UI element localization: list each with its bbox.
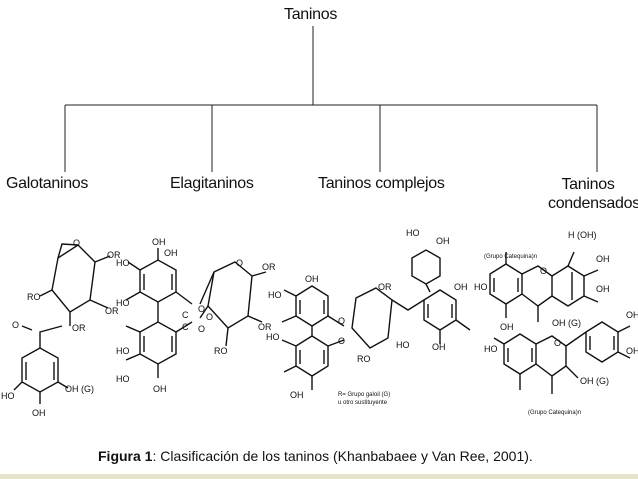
ela-label-o4: O [206,312,213,322]
caption-text: : Clasificación de los taninos (Khanbaba… [152,448,533,464]
cond-label-ho2: HO [484,344,498,354]
ela-label-oh-top: OH [152,237,166,247]
category-galotaninos: Galotaninos [6,175,89,192]
cond-label-catequina-top: (Grupo Catequina)n [484,254,537,260]
comp-label-oh3: OH [305,274,319,284]
category-elagitaninos: Elagitaninos [170,175,254,192]
galotanino-labels: O OR OR RO OR O HO OH (G) OH [1,238,121,418]
comp-label-ho3: HO [396,340,410,350]
category-taninos-condensados: Taninos condensados [548,176,638,212]
galo-label-oh-g: OH (G) [65,384,94,394]
ela-label-ho1: HO [116,258,130,268]
cond-label-oh5: OH [626,346,638,356]
galotanino-structure [13,243,111,404]
ela-label-ho3: HO [116,346,130,356]
cond-label-oh3: OH [500,322,514,332]
galo-label-ho: HO [1,391,15,401]
ela-label-c1: C [182,310,189,320]
comp-note-r: R= Grupo galoil (G) [338,392,390,398]
comp-label-oh-top: OH [436,236,450,246]
ela-label-ho4: HO [116,374,130,384]
cond-label-oh1: OH [596,254,610,264]
comp-label-o2: O [338,336,345,346]
galo-label-ro: RO [27,292,41,302]
comp-label-ho2: HO [266,332,280,342]
cond-label-oh-g1: OH (G) [552,318,581,328]
galo-label-or2: OR [105,306,119,316]
cond-label-oh2: OH [596,284,610,294]
comp-note-sust: u otro sustituyente [338,400,388,406]
galo-label-o-top: O [73,238,80,248]
cond-label-o2: O [554,338,561,348]
comp-label-ro: RO [357,354,371,364]
galo-label-or3: OR [72,323,86,333]
galo-label-or1: OR [107,250,121,260]
ela-label-oh-bottom: OH [153,384,167,394]
comp-label-ho-top: HO [406,228,420,238]
figure-caption: Figura 1: Clasificación de los taninos (… [98,448,533,464]
cond-label-ho1: HO [474,282,488,292]
cond-label-catequina-bottom: (Grupo Catequina)n [528,410,581,416]
comp-label-or: OR [378,282,392,292]
complejo-labels: HO OH OH OH HO HO O O OR RO HO OH OH R= … [266,228,468,406]
comp-label-ho1: HO [268,290,282,300]
caption-label: Figura 1 [98,448,153,464]
ela-label-ho2: HO [116,298,130,308]
ela-label-or2: OR [258,322,272,332]
galo-label-oh: OH [32,408,46,418]
ela-label-o3: O [236,258,243,268]
category-taninos-complejos: Taninos complejos [318,175,445,192]
ela-label-c2: C [182,322,189,332]
comp-label-oh4: OH [432,342,446,352]
comp-label-o1: O [338,316,345,326]
comp-label-oh2: OH [454,282,468,292]
tree-root-label: Taninos [284,6,338,23]
bottom-bar [0,474,638,479]
condensado-structure [489,251,631,394]
complejo-structure [281,249,471,390]
ela-label-o1: O [198,304,205,314]
cond-label-h-oh: H (OH) [568,230,597,240]
elagitanino-labels: OH HO HO C C O O O OR OR RO HO HO OH OH … [116,237,276,394]
ela-label-ro: RO [214,346,228,356]
ela-label-or1: OR [262,262,276,272]
cond-label-oh4: OH [626,310,638,320]
elagitanino-structure [125,248,267,378]
cond-label-oh-g2: OH (G) [580,376,609,386]
comp-label-oh5: OH [290,390,304,400]
ela-label-oh2: OH [164,248,178,258]
galo-label-o-carbonyl: O [12,320,19,330]
condensado-labels: (Grupo Catequina)n H (OH) OH HO O OH OH … [474,230,638,416]
ela-label-o2: O [198,324,205,334]
cond-label-o1: O [540,266,547,276]
